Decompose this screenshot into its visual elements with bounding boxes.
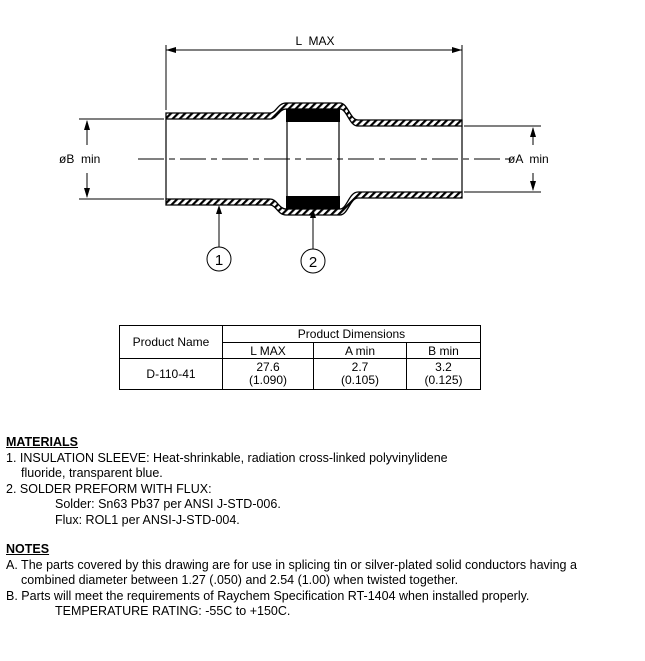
materials-line: Solder: Sn63 Pb37 per ANSI J-STD-006. xyxy=(55,497,281,512)
product-name-header: Product Name xyxy=(119,325,223,359)
materials-line: 1. INSULATION SLEEVE: Heat-shrinkable, r… xyxy=(6,450,448,465)
metric-value: 27.6 xyxy=(256,360,280,374)
solder-preform xyxy=(286,109,340,209)
product-dimensions-table: Product Name Product Dimensions L MAX A … xyxy=(119,325,481,390)
dia-b-dimension: øB min xyxy=(59,118,164,200)
inch-value: (0.125) xyxy=(424,373,463,387)
metric-value: 3.2 xyxy=(435,360,452,374)
notes-heading: NOTES xyxy=(6,542,50,556)
b-min-cell: 3.2 (0.125) xyxy=(406,358,481,390)
table-row: D-110-41 27.6 (1.090) 2.7 (0.105) 3.2 (0… xyxy=(119,358,481,390)
technical-drawing: L MAX øB min øA min xyxy=(59,34,549,274)
product-name-cell: D-110-41 xyxy=(119,358,223,390)
notes-line: A. The parts covered by this drawing are… xyxy=(6,557,577,572)
callout-circle xyxy=(206,246,232,272)
callout-number: 2 xyxy=(309,254,317,271)
materials-heading: MATERIALS xyxy=(6,435,78,449)
length-label: L MAX xyxy=(296,34,335,48)
callout-1: 1 xyxy=(206,205,232,272)
materials-line: fluoride, transparent blue. xyxy=(21,466,163,481)
metric-value: 2.7 xyxy=(351,360,369,374)
materials-section: MATERIALS 1. INSULATION SLEEVE: Heat-shr… xyxy=(6,435,638,529)
arrowhead-up xyxy=(84,120,90,130)
notes-line: B. Parts will meet the requirements of R… xyxy=(6,588,530,603)
length-dimension: L MAX xyxy=(165,34,463,120)
dia-a-dimension: øA min xyxy=(464,125,549,193)
dia-b-label: øB min xyxy=(59,152,100,166)
materials-line: Flux: ROL1 per ANSI-J-STD-004. xyxy=(55,512,240,527)
callout-2: 2 xyxy=(300,209,326,274)
col-header-a-min: A min xyxy=(313,342,407,359)
l-max-cell: 27.6 (1.090) xyxy=(222,358,314,390)
arrowhead-down xyxy=(530,181,536,191)
col-header-l-max: L MAX xyxy=(222,342,314,359)
leader-arrowhead xyxy=(216,205,222,214)
insulation-sleeve xyxy=(165,102,463,216)
callout-number: 1 xyxy=(215,252,223,269)
notes-section: NOTES A. The parts covered by this drawi… xyxy=(6,542,638,620)
arrowhead-left xyxy=(166,47,176,53)
arrowhead-right xyxy=(452,47,462,53)
leader-arrowhead xyxy=(310,209,316,218)
a-min-cell: 2.7 (0.105) xyxy=(313,358,407,390)
arrowhead-up xyxy=(530,127,536,137)
arrowhead-down xyxy=(84,188,90,198)
notes-line: TEMPERATURE RATING: -55C to +150C. xyxy=(55,604,291,619)
callout-circle xyxy=(300,248,326,274)
inch-value: (1.090) xyxy=(248,373,288,387)
dia-a-label: øA min xyxy=(508,152,549,166)
product-dimensions-header: Product Dimensions xyxy=(222,325,481,343)
col-header-b-min: B min xyxy=(406,342,481,359)
sleeve-bottom-wall xyxy=(165,191,463,216)
solder-ring-top xyxy=(286,109,340,122)
inch-value: (0.105) xyxy=(340,373,380,387)
solder-ring-bottom xyxy=(286,196,340,209)
materials-line: 2. SOLDER PREFORM WITH FLUX: xyxy=(6,481,212,496)
notes-line: combined diameter between 1.27 (.050) an… xyxy=(21,573,459,588)
